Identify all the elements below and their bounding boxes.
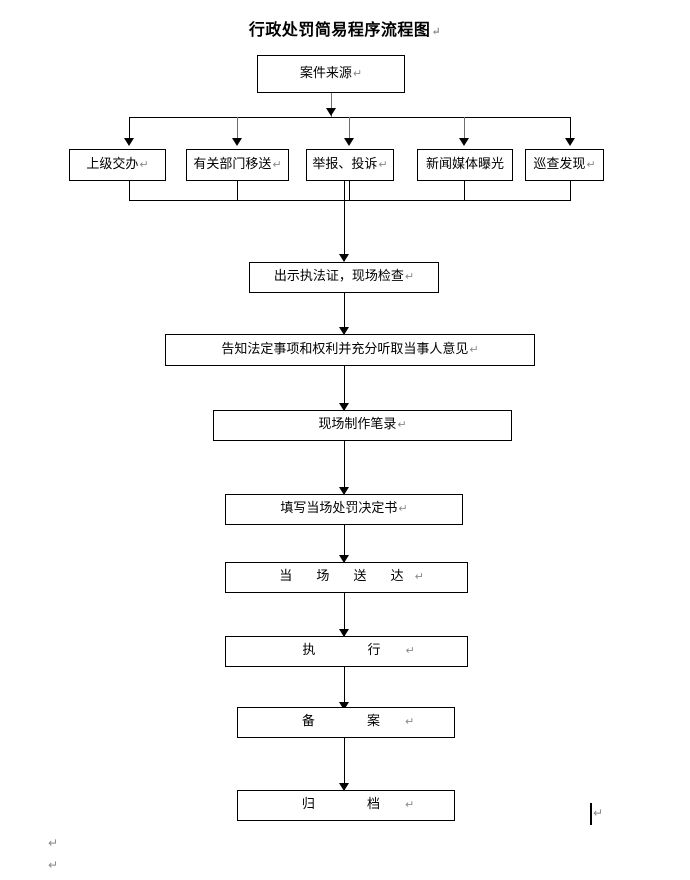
pilcrow-mark: ↵ (431, 25, 442, 38)
pilcrow-mark: ↵ (404, 270, 415, 284)
node-archive-label: 归 档 (301, 797, 404, 813)
node-case-source[interactable]: 案件来源↵ (257, 55, 405, 93)
node-fill-onsite-penalty-decision[interactable]: 填写当场处罚决定书↵ (225, 494, 463, 525)
node-src3-label: 举报、投诉 (312, 156, 378, 172)
node-decision-label: 填写当场处罚决定书 (280, 501, 398, 517)
pilcrow-mark: ↵ (469, 342, 479, 356)
connector-inspect-to-notify (344, 293, 345, 334)
connector-execute-to-filerecord (344, 667, 345, 709)
arrowhead-source-to-bar (326, 108, 336, 116)
connector-bar-to-src2 (237, 117, 238, 144)
node-src-report-complaint[interactable]: 举报、投诉↵ (306, 149, 394, 181)
arrowhead-src4 (459, 138, 469, 146)
connector-notify-to-record (344, 366, 345, 410)
arrowhead-execute (339, 629, 349, 637)
pilcrow-mark: ↵ (272, 157, 282, 171)
connector-bar-to-src3 (349, 117, 350, 144)
node-serve-label: 当 场 送 达 (279, 569, 414, 585)
connector-src2-down (237, 181, 238, 201)
node-src1-label: 上级交办 (86, 156, 139, 172)
connector-src4-down (464, 181, 465, 201)
connector-src5-down (570, 181, 571, 201)
node-make-record-onsite[interactable]: 现场制作笔录↵ (213, 410, 512, 441)
node-notify-rights[interactable]: 告知法定事项和权利并充分听取当事人意见↵ (165, 334, 535, 366)
page-title-text: 行政处罚简易程序流程图 (248, 20, 431, 39)
node-src-media-exposure[interactable]: 新闻媒体曝光 (417, 149, 513, 181)
node-filerecord-label: 备 案 (301, 714, 404, 730)
pilcrow-mark: ↵ (404, 798, 415, 812)
arrowhead-serve (339, 555, 349, 563)
node-archive[interactable]: 归 档↵ (237, 790, 455, 821)
node-src-department-transfer[interactable]: 有关部门移送↵ (186, 149, 289, 181)
connector-source-to-bar (331, 93, 332, 117)
distribution-bar (129, 117, 571, 118)
node-src4-label: 新闻媒体曝光 (425, 156, 504, 172)
connector-merge-to-inspect (344, 181, 345, 261)
connector-bar-to-src1 (129, 117, 130, 144)
node-notify-label: 告知法定事项和权利并充分听取当事人意见 (221, 341, 469, 357)
pilcrow-mark: ↵ (404, 715, 415, 729)
paragraph-mark-1: ↵ (48, 836, 59, 850)
arrowhead-archive (339, 783, 349, 791)
node-src-patrol-discovery[interactable]: 巡查发现↵ (525, 149, 604, 181)
node-file-for-record[interactable]: 备 案↵ (237, 707, 455, 738)
connector-filerecord-to-archive (344, 738, 345, 790)
connector-serve-to-execute (344, 593, 345, 636)
node-serve-onsite[interactable]: 当 场 送 达↵ (225, 562, 468, 593)
connector-src1-down (129, 181, 130, 201)
paragraph-mark-2: ↵ (48, 858, 59, 872)
text-cursor (590, 803, 592, 825)
node-case-source-label: 案件来源 (299, 65, 352, 81)
node-execute[interactable]: 执 行↵ (225, 636, 468, 667)
arrowhead-src1 (124, 138, 134, 146)
node-show-credentials-inspect[interactable]: 出示执法证，现场检查↵ (249, 262, 439, 293)
arrowhead-filerecord (339, 702, 349, 710)
pilcrow-mark: ↵ (586, 157, 596, 171)
node-src2-label: 有关部门移送 (193, 156, 272, 172)
node-execute-label: 执 行 (302, 643, 405, 659)
arrowhead-notify (339, 327, 349, 335)
connector-bar-to-src4 (464, 117, 465, 144)
node-record-label: 现场制作笔录 (318, 417, 397, 433)
arrowhead-decision (339, 487, 349, 495)
arrowhead-inspect (339, 254, 349, 262)
pilcrow-mark: ↵ (139, 157, 149, 171)
pilcrow-mark: ↵ (398, 502, 408, 516)
node-src-superior-assignment[interactable]: 上级交办↵ (69, 149, 166, 181)
arrowhead-src5 (565, 138, 575, 146)
cursor-pilcrow-mark: ↵ (593, 806, 604, 820)
pilcrow-mark: ↵ (405, 644, 415, 658)
node-src5-label: 巡查发现 (533, 156, 586, 172)
arrowhead-record (339, 403, 349, 411)
merge-bar (129, 200, 571, 201)
page-title: 行政处罚简易程序流程图↵ (0, 16, 690, 40)
pilcrow-mark: ↵ (378, 157, 388, 171)
pilcrow-mark: ↵ (352, 66, 363, 80)
connector-src3-down (349, 181, 350, 201)
arrowhead-src3 (344, 138, 354, 146)
node-inspect-label: 出示执法证，现场检查 (273, 269, 404, 285)
connector-bar-to-src5 (570, 117, 571, 144)
arrowhead-src2 (232, 138, 242, 146)
pilcrow-mark: ↵ (414, 570, 424, 584)
connector-record-to-decision (344, 441, 345, 494)
pilcrow-mark: ↵ (397, 418, 407, 432)
connector-decision-to-serve (344, 525, 345, 562)
